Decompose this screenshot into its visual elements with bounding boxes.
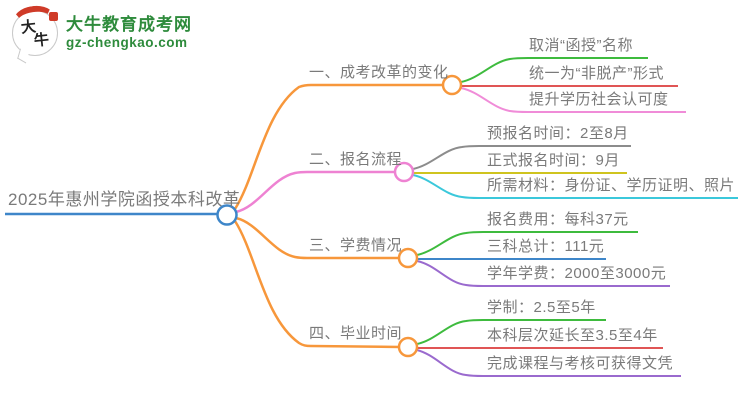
site-logo: 大 牛 大牛教育成考网 gz-chengkao.com: [11, 3, 192, 64]
logo-text-block: 大牛教育成考网 gz-chengkao.com: [66, 15, 192, 51]
branch-3-collapse-handle[interactable]: [397, 247, 419, 269]
branch-1-label[interactable]: 一、成考改革的变化: [309, 64, 449, 81]
root-node-label[interactable]: 2025年惠州学院函授本科改革: [8, 190, 241, 209]
connector-branch-2-child-3: [412, 174, 738, 199]
branch-2-child-1-label[interactable]: 预报名时间：2至8月: [487, 125, 629, 142]
daniu-logo-icon: 大 牛: [11, 3, 58, 64]
site-name: 大牛教育成考网: [66, 15, 192, 34]
branch-2-child-3-label[interactable]: 所需材料：身份证、学历证明、照片: [487, 177, 736, 194]
connector-branch-3-child-1: [416, 231, 638, 256]
connector-branch-4-child-3: [416, 349, 681, 377]
root-collapse-handle[interactable]: [216, 204, 238, 226]
branch-4-child-1-label[interactable]: 学制：2.5至5年: [487, 299, 596, 316]
connector-branch-3-child-3: [416, 260, 670, 287]
branch-1-child-1-label[interactable]: 取消“函授”名称: [529, 37, 633, 54]
branch-4-collapse-handle[interactable]: [397, 336, 419, 358]
connector-branch-1-child-1: [460, 57, 648, 83]
branch-4-label[interactable]: 四、毕业时间: [309, 325, 403, 342]
branch-2-label[interactable]: 二、报名流程: [309, 151, 403, 168]
logo-character-2: 牛: [33, 31, 50, 50]
branch-3-child-3-label[interactable]: 学年学费：2000至3000元: [487, 265, 667, 282]
branch-3-label[interactable]: 三、学费情况: [309, 237, 403, 254]
connector-branch-2: [235, 170, 396, 214]
connector-branch-1-child-3: [460, 87, 686, 113]
logo-red-seal-icon: [49, 12, 58, 21]
connector-branch-1: [233, 83, 443, 210]
connector-branch-4-child-1: [416, 319, 606, 345]
branch-2-collapse-handle[interactable]: [393, 161, 415, 183]
branch-4-child-3-label[interactable]: 完成课程与考核可获得文凭: [487, 355, 674, 372]
branch-2-child-2-label[interactable]: 正式报名时间：9月: [487, 152, 620, 169]
branch-1-child-3-label[interactable]: 提升学历社会认可度: [529, 91, 669, 108]
connector-branch-3: [235, 216, 400, 260]
branch-3-child-2-label[interactable]: 三科总计：111元: [487, 238, 605, 255]
site-domain: gz-chengkao.com: [66, 35, 188, 50]
branch-1-child-2-label[interactable]: 统一为“非脱产”形式: [529, 65, 664, 82]
branch-3-child-1-label[interactable]: 报名费用：每科37元: [487, 211, 629, 228]
branch-1-collapse-handle[interactable]: [441, 74, 463, 96]
connector-branch-4: [233, 220, 401, 349]
connector-branch-2-child-1: [412, 145, 631, 170]
branch-4-child-2-label[interactable]: 本科层次延长至3.5至4年: [487, 327, 658, 344]
